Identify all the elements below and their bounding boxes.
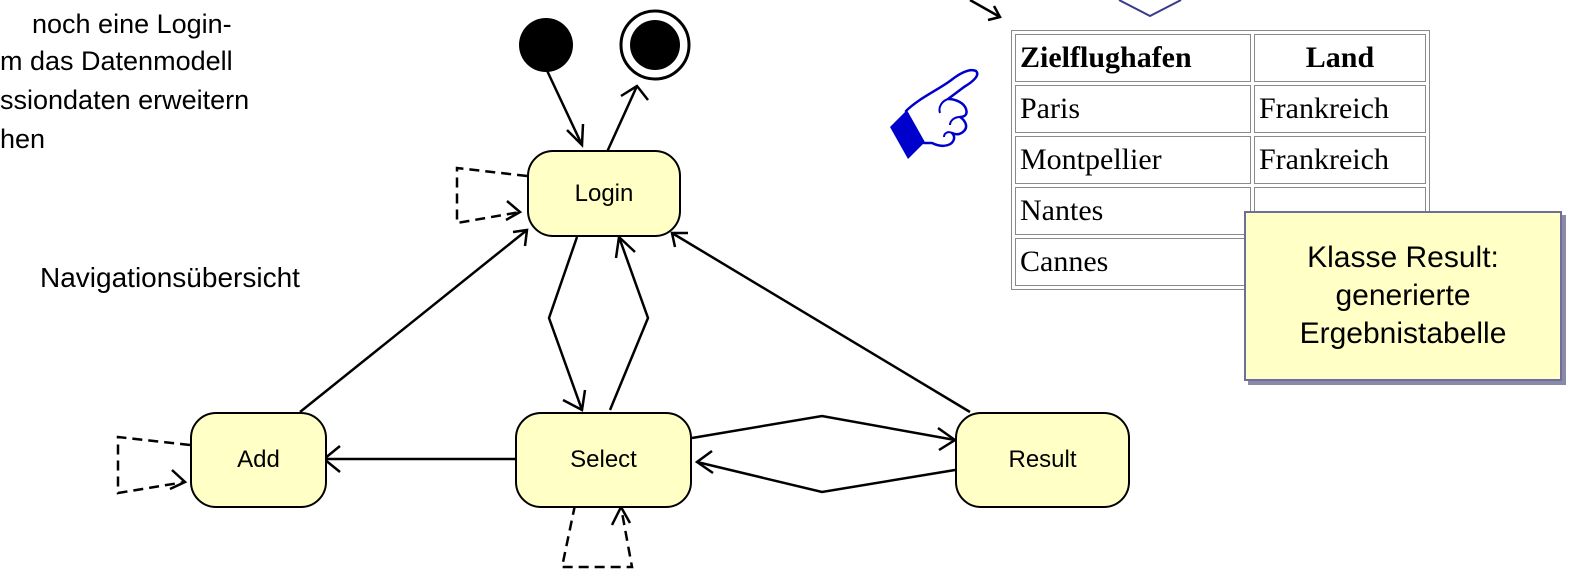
table-cell: Frankreich xyxy=(1254,85,1426,133)
table-cell: Cannes xyxy=(1015,238,1251,286)
table-cell: Montpellier xyxy=(1015,136,1251,184)
callout-line-2: generierte xyxy=(1335,279,1471,312)
state-select: Select xyxy=(515,412,692,508)
state-login: Login xyxy=(527,150,681,237)
column-header-land: Land xyxy=(1254,34,1426,82)
intro-line-4: hen xyxy=(0,124,46,154)
add-self-loop xyxy=(116,435,191,495)
intro-line-3: ssiondaten erweitern xyxy=(0,85,250,115)
callout-line-3: Ergebnistabelle xyxy=(1299,317,1507,350)
initial-to-login-arrow xyxy=(541,61,584,146)
login-to-final-arrow xyxy=(605,85,639,153)
navigation-heading: Navigationsübersicht xyxy=(40,262,300,293)
intro-line-2: m das Datenmodell xyxy=(0,46,233,76)
callout-line-1: Klasse Result: xyxy=(1307,241,1499,274)
result-class-callout: Klasse Result: generierte Ergebnistabell… xyxy=(1244,211,1562,381)
table-cell: Frankreich xyxy=(1254,136,1426,184)
select-self-loop xyxy=(560,504,634,569)
state-add: Add xyxy=(190,412,327,508)
select-to-login-arrow xyxy=(608,236,650,411)
table-pointer-arrow xyxy=(969,0,1001,19)
table-cell: Paris xyxy=(1015,85,1251,133)
table-cell: Nantes xyxy=(1015,187,1251,235)
column-header-zielflughafen: Zielflughafen xyxy=(1015,34,1251,82)
login-self-loop xyxy=(455,166,528,225)
select-to-result-arrow xyxy=(691,414,956,442)
table-row: Nantes xyxy=(1015,187,1426,235)
intro-line-1: noch eine Login- xyxy=(32,9,232,39)
initial-state-icon xyxy=(519,18,573,72)
pointing-hand-icon xyxy=(890,68,979,159)
result-to-select-arrow xyxy=(696,460,956,494)
state-result: Result xyxy=(955,412,1130,508)
table-row: Montpellier Frankreich xyxy=(1015,136,1426,184)
table-header-row: Zielflughafen Land xyxy=(1015,34,1426,82)
final-state-icon xyxy=(619,9,691,81)
login-to-select-arrow xyxy=(547,236,584,411)
result-to-login-arrow xyxy=(671,231,971,414)
table-row: Paris Frankreich xyxy=(1015,85,1426,133)
decision-diamond-fragment xyxy=(1118,0,1182,18)
add-to-login-arrow xyxy=(299,229,528,413)
